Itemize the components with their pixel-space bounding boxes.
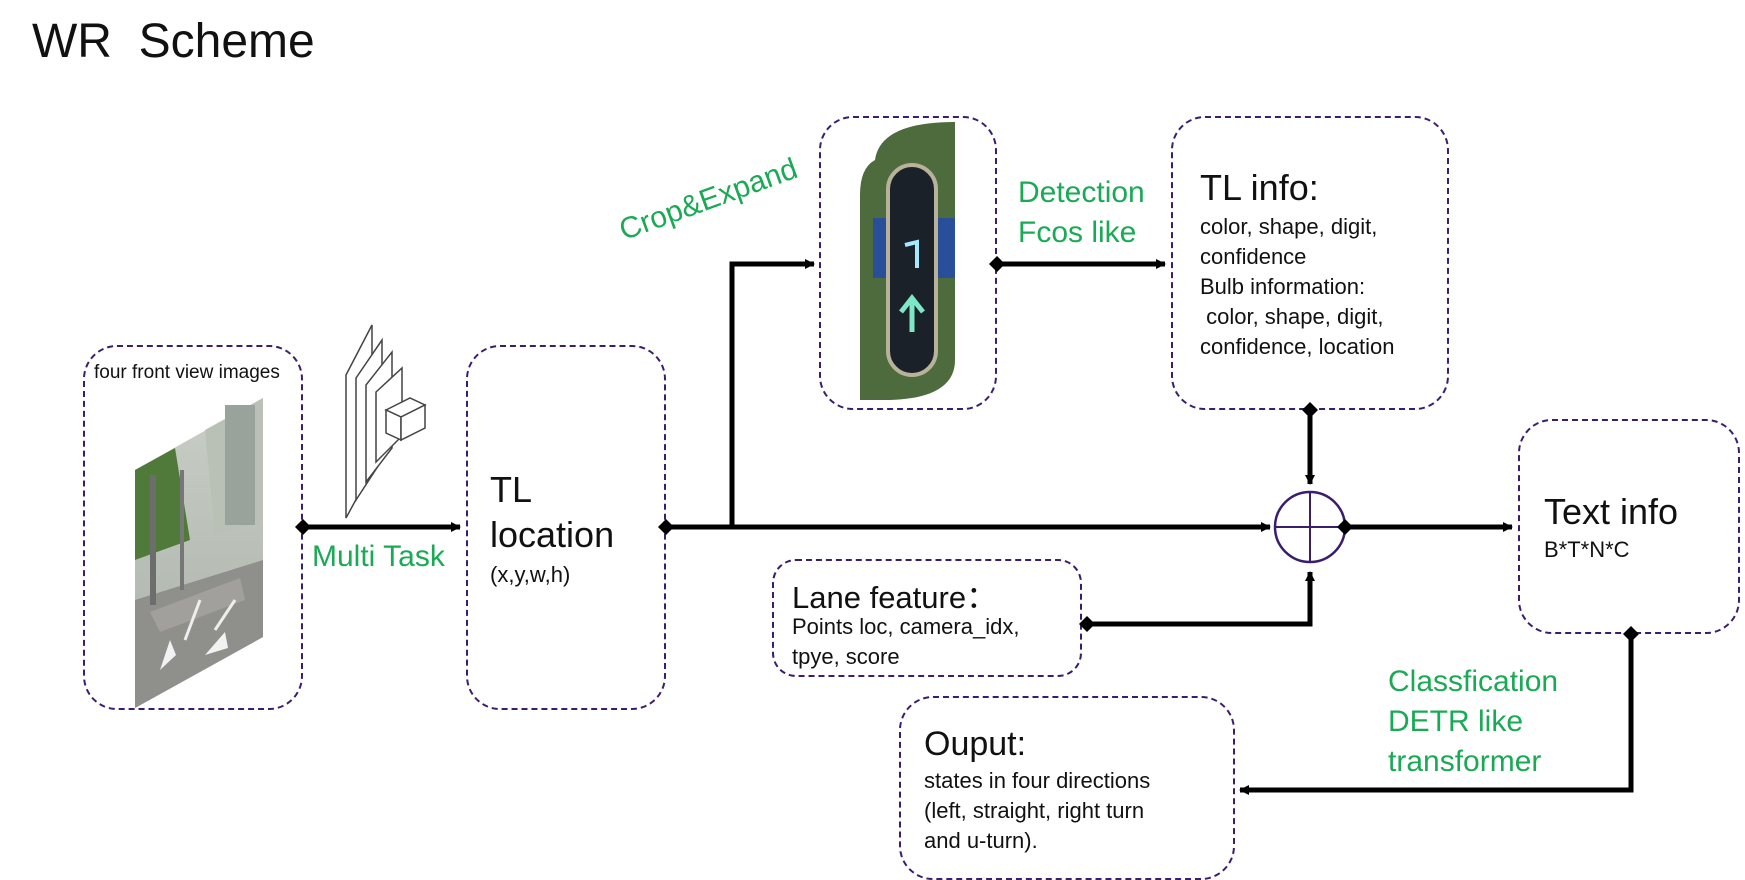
edge-label-multi-task: Multi Task xyxy=(312,540,445,573)
fusion-add-node xyxy=(1273,490,1347,564)
traffic-light-image xyxy=(860,122,955,400)
output-line-1: states in four directions xyxy=(924,768,1151,793)
connector-points xyxy=(295,256,1639,642)
street-view-image xyxy=(135,398,263,708)
tl-info-line-1: color, shape, digit, xyxy=(1200,214,1378,239)
edge-label-transformer: transformer xyxy=(1388,745,1542,778)
tl-location-title-line1: TL xyxy=(490,469,533,510)
network-icon xyxy=(345,324,427,519)
output-node xyxy=(899,696,1235,880)
edge-label-classification: Classfication xyxy=(1388,665,1559,698)
edge-label-fcos: Fcos like xyxy=(1018,216,1137,249)
output-title: Ouput: xyxy=(924,725,1027,763)
tl-info-line-3: Bulb information: xyxy=(1200,274,1366,299)
edge-label-detr: DETR like xyxy=(1388,705,1524,738)
edges xyxy=(303,259,1634,795)
tl-info-line-4: color, shape, digit, xyxy=(1200,304,1384,329)
output-line-3: and u-turn). xyxy=(924,828,1038,853)
input-images-label: four front view images xyxy=(94,362,280,383)
page-title: WR Scheme xyxy=(32,15,315,68)
lane-feature-title: Lane feature： xyxy=(792,580,998,615)
text-info-shape: B*T*N*C xyxy=(1544,537,1630,562)
lane-feature-node xyxy=(772,559,1082,677)
output-line-2: (left, straight, right turn xyxy=(924,798,1145,823)
edge-textinfo-to-output xyxy=(1239,634,1634,795)
edge-label-detection: Detection xyxy=(1018,176,1145,209)
lane-feature-line-1: Points loc, camera_idx, xyxy=(792,614,1020,639)
edge-lane-to-fusion xyxy=(1087,571,1315,627)
lane-feature-line-2: tpye, score xyxy=(792,644,900,669)
text-info-title: Text info xyxy=(1544,491,1679,532)
tl-location-coords: (x,y,w,h) xyxy=(490,562,571,587)
tl-info-title: TL info: xyxy=(1200,167,1319,208)
edge-location-to-crop xyxy=(729,259,815,527)
tl-info-line-2: confidence xyxy=(1200,244,1307,269)
tl-location-title-line2: location xyxy=(490,514,615,555)
tl-info-line-5: confidence, location xyxy=(1200,334,1395,359)
